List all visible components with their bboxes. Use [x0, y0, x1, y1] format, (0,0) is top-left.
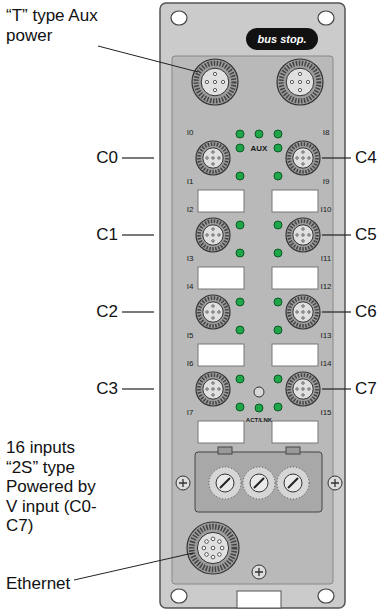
ethernet-connector: [187, 522, 239, 574]
label-plate: [272, 190, 318, 212]
mounting-hole: [318, 11, 334, 25]
link-led: [255, 404, 263, 412]
channel-label: C1: [96, 225, 118, 245]
aux-power-connector: [192, 59, 238, 105]
input-connector: [196, 372, 230, 406]
logo-plate: [246, 28, 318, 50]
leader-line: [122, 234, 154, 235]
label-plate: [272, 421, 318, 443]
status-led: [236, 403, 244, 411]
input-label: I6: [187, 359, 194, 368]
input-connector: [286, 295, 320, 329]
leader-line: [122, 311, 154, 312]
label-plate: [198, 190, 244, 212]
aux-led: [274, 130, 282, 138]
channel-label: C2: [96, 302, 118, 322]
status-led: [274, 403, 282, 411]
label-plate: [198, 267, 244, 289]
mounting-hole: [171, 589, 187, 603]
screw-slot: [255, 568, 263, 576]
input-label: I4: [187, 282, 194, 291]
leader-line: [98, 46, 198, 72]
input-label: I7: [187, 408, 194, 417]
input-connector: [286, 218, 320, 252]
housing: [160, 3, 345, 608]
input-label: I9: [323, 177, 330, 186]
label-plate: [272, 267, 318, 289]
input-label: I2: [187, 205, 194, 214]
input-label: I10: [320, 205, 331, 214]
indicator-ring: [254, 387, 264, 397]
aux-led: [255, 130, 263, 138]
input-label: I15: [320, 408, 331, 417]
logo-text: bus stop.: [258, 33, 307, 46]
input-label: I14: [320, 359, 331, 368]
status-led: [274, 375, 282, 383]
channel-label: C7: [355, 379, 377, 399]
rotary-switch-panel: [195, 447, 322, 512]
channel-label: C6: [355, 302, 377, 322]
status-led: [274, 326, 282, 334]
channel-label: C5: [355, 225, 377, 245]
aux-power-connector: [277, 59, 323, 105]
leader-line: [322, 311, 351, 312]
status-led: [274, 221, 282, 229]
screw: [328, 476, 342, 490]
input-label: I5: [187, 331, 194, 340]
leader-line: [122, 157, 154, 158]
callout-label: 16 inputs “2S” type Powered by V input (…: [6, 438, 102, 536]
input-connector: [196, 218, 230, 252]
label-plate: [198, 344, 244, 366]
callout-label: Ethernet: [6, 574, 70, 594]
status-led: [236, 326, 244, 334]
status-led: [274, 144, 282, 152]
leader-line: [122, 388, 154, 389]
status-led: [236, 375, 244, 383]
status-led: [274, 172, 282, 180]
input-connector: [196, 141, 230, 175]
channel-label: C3: [96, 379, 118, 399]
input-connector: [286, 141, 320, 175]
status-led: [236, 249, 244, 257]
bottom-tab: [237, 591, 281, 608]
status-led: [274, 249, 282, 257]
aux-label: AUX: [251, 144, 268, 153]
label-plate: [272, 344, 318, 366]
screw-slot: [331, 479, 339, 487]
channel-label: C0: [96, 148, 118, 168]
input-connector: [286, 372, 320, 406]
screw-slot: [179, 479, 187, 487]
input-connector: [196, 295, 230, 329]
status-led: [274, 298, 282, 306]
status-led: [236, 144, 244, 152]
leader-line: [322, 157, 351, 158]
led-label: ACT/LNK: [246, 417, 272, 424]
input-label: I8: [323, 128, 330, 137]
leader-line: [322, 388, 351, 389]
status-led: [236, 172, 244, 180]
callout-label: “T” type Aux power: [6, 6, 98, 45]
input-label: I3: [187, 254, 194, 263]
front-panel: [172, 56, 333, 584]
channel-label: C4: [355, 148, 377, 168]
leader-line: [322, 234, 351, 235]
input-label: I0: [187, 128, 194, 137]
input-label: I12: [320, 282, 331, 291]
screw: [176, 476, 190, 490]
input-label: I13: [320, 331, 331, 340]
screw: [252, 565, 266, 579]
label-plate: [198, 421, 244, 443]
input-label: I11: [321, 254, 332, 263]
mounting-hole: [171, 11, 187, 25]
leader-line: [74, 553, 193, 580]
status-led: [236, 221, 244, 229]
status-led: [236, 298, 244, 306]
input-label: I1: [187, 177, 194, 186]
aux-led: [236, 130, 244, 138]
mounting-hole: [318, 589, 334, 603]
